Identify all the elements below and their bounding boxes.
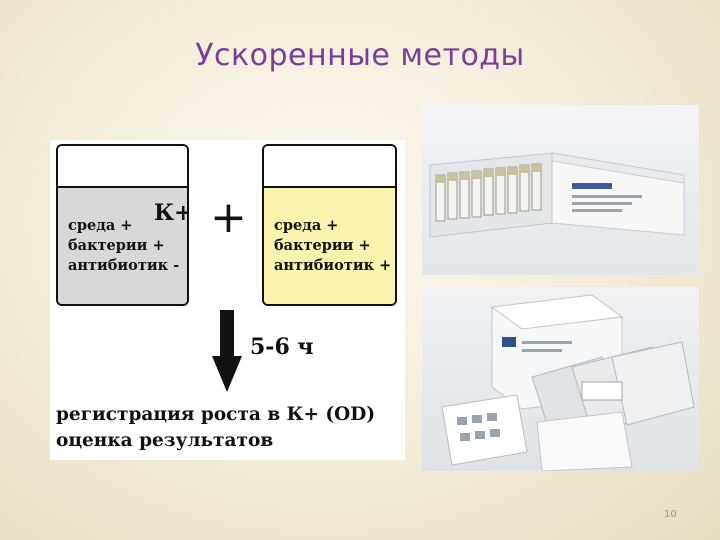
tube-cap (264, 146, 395, 188)
test-tube-text: среда +бактерии +антибиотик + (274, 216, 391, 276)
kit-packages-photo (422, 287, 699, 471)
slide-title: Ускоренные методы (0, 38, 720, 73)
result-text: регистрация роста в К+ (OD) оценка резул… (56, 402, 401, 454)
packages-image (422, 287, 699, 471)
incubation-time: 5-6 ч (250, 334, 314, 360)
control-tube-text: среда +бактерии +антибиотик - (68, 216, 179, 276)
result-line-growth: регистрация роста в К+ (OD) (56, 402, 401, 428)
method-diagram: К+ среда +бактерии +антибиотик - + среда… (50, 140, 405, 460)
down-arrow-icon (212, 310, 242, 392)
test-tube: среда +бактерии +антибиотик + (262, 144, 397, 306)
result-line-evaluation: оценка результатов (56, 428, 401, 454)
plus-sign: + (210, 196, 247, 240)
control-tube: К+ среда +бактерии +антибиотик - (56, 144, 189, 306)
page-number: 10 (664, 509, 677, 520)
vials-box-image (422, 105, 699, 275)
kit-vials-photo (422, 105, 699, 275)
tube-cap (58, 146, 187, 188)
